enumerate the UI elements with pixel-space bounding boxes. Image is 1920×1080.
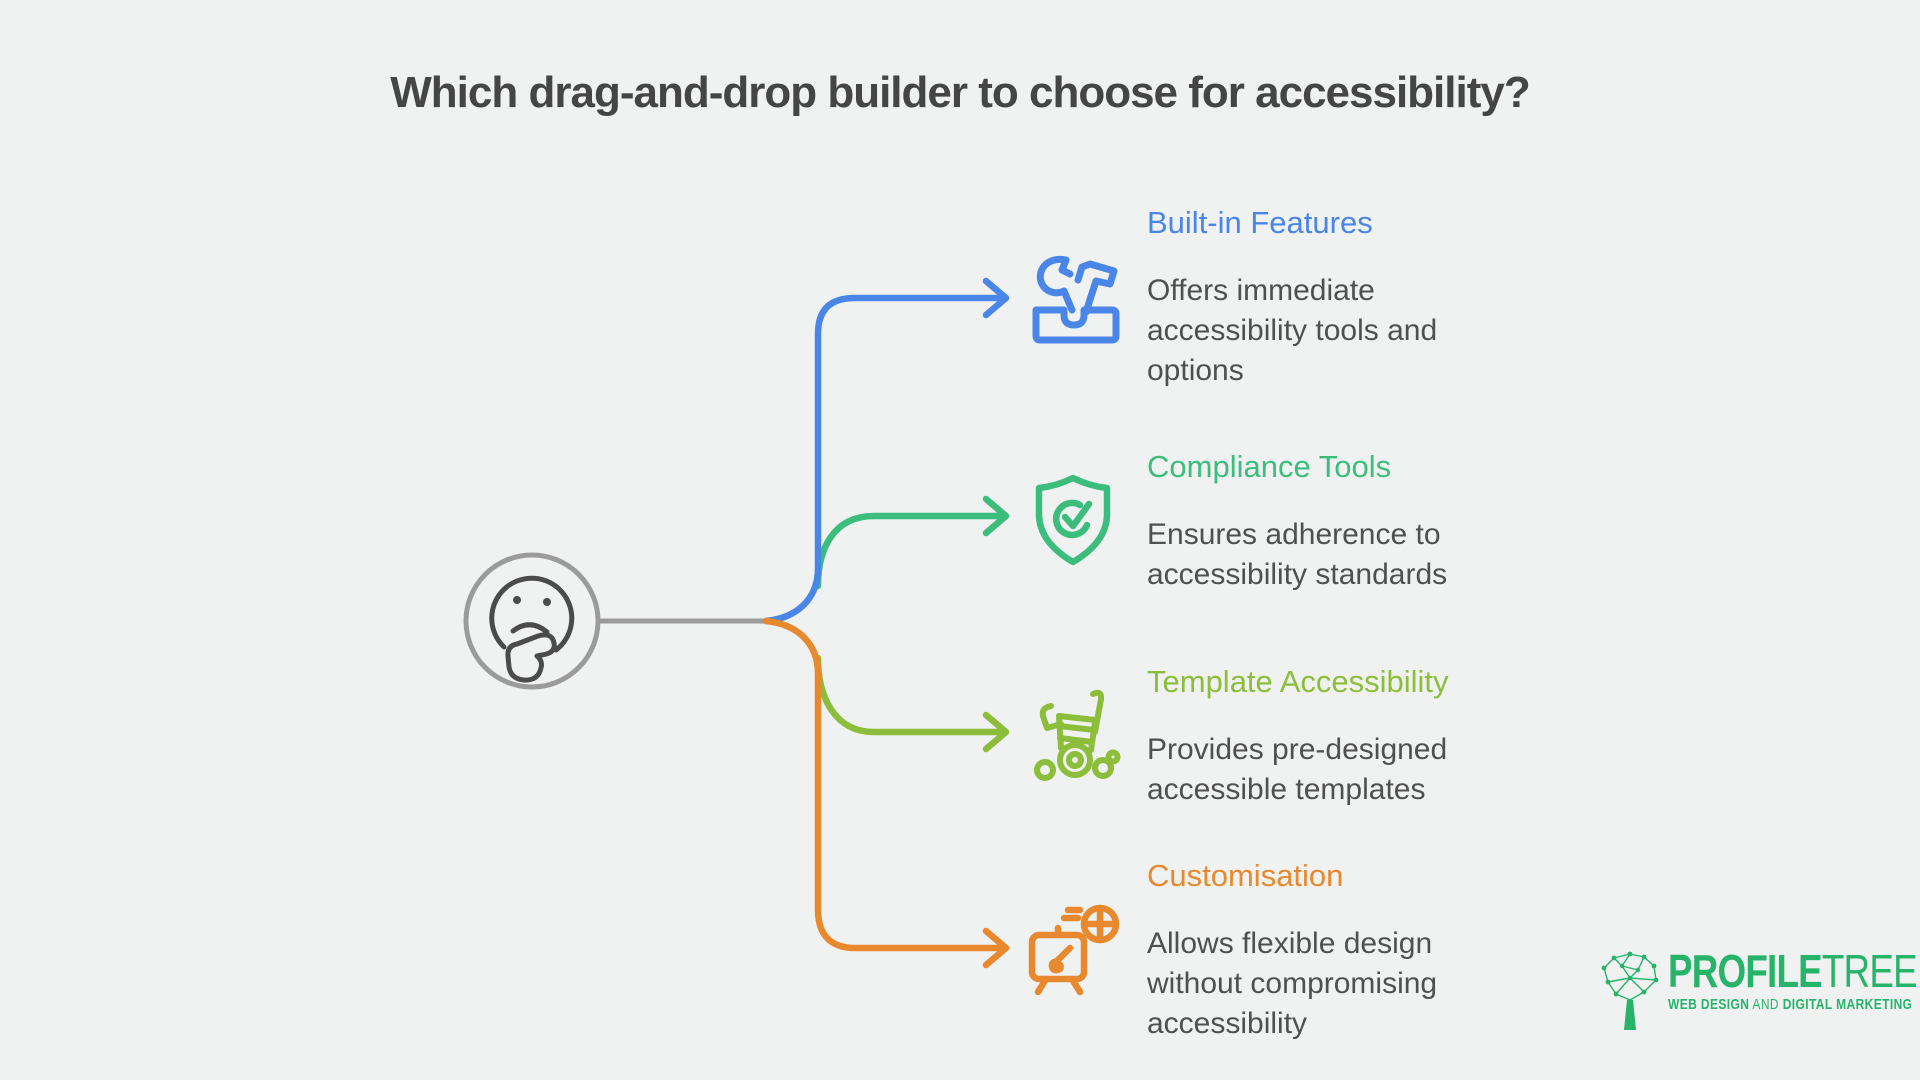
tagline-and: AND <box>1752 996 1779 1013</box>
connector-template-accessibility <box>814 654 1010 753</box>
connector-compliance-tools <box>814 495 1010 590</box>
branch-label: Compliance Tools <box>1147 449 1392 484</box>
tree-network-icon <box>1601 951 1659 1030</box>
brand-tree: TREE <box>1821 945 1918 997</box>
branch-label: Template Accessibility <box>1147 664 1449 699</box>
arrowhead-customisation <box>982 927 1010 969</box>
branch-built-in-features: Built-in Features Offers immediate acces… <box>1147 203 1532 391</box>
brand-name: PROFILETREE <box>1668 945 1918 997</box>
branch-description: Ensures adherence to accessibility stand… <box>1147 518 1448 591</box>
easel-paint-icon <box>1028 904 1120 996</box>
connector-customisation <box>762 617 1010 969</box>
branch-description: Allows flexible design without compromis… <box>1147 927 1438 1040</box>
branch-compliance-tools: Compliance Tools Ensures adherence to ac… <box>1147 447 1532 595</box>
thinking-face-icon <box>489 575 575 683</box>
logo-text: PROFILETREE WEB DESIGN AND DIGITAL MARKE… <box>1668 945 1918 1014</box>
branch-template-accessibility: Template Accessibility Provides pre-desi… <box>1147 662 1532 810</box>
central-node-circle <box>463 552 601 690</box>
wheelchair-icon <box>1034 689 1121 781</box>
page-title: Which drag-and-drop builder to choose fo… <box>390 68 1530 117</box>
shield-check-icon <box>1035 474 1111 566</box>
brand-profile: PROFILE <box>1668 945 1823 997</box>
paintbrush-tip <box>1048 958 1064 974</box>
branch-label: Built-in Features <box>1147 205 1373 240</box>
arrowhead-built-in <box>982 277 1010 319</box>
arrowhead-template <box>982 711 1010 753</box>
brand-tagline: WEB DESIGN AND DIGITAL MARKETING <box>1668 996 1917 1014</box>
arrowhead-compliance <box>982 495 1010 537</box>
tagline-web-design: WEB DESIGN <box>1668 996 1750 1013</box>
branch-description: Provides pre-designed accessible templat… <box>1147 733 1448 806</box>
branch-description: Offers immediate accessibility tools and… <box>1147 274 1438 387</box>
branch-label: Customisation <box>1147 858 1344 893</box>
profiletree-logo: PROFILETREE WEB DESIGN AND DIGITAL MARKE… <box>1598 948 1920 1032</box>
toolbox-icon <box>1032 255 1120 344</box>
connector-built-in-features <box>762 277 1010 625</box>
tagline-digital-marketing: DIGITAL MARKETING <box>1782 996 1913 1013</box>
branch-customisation: Customisation Allows flexible design wit… <box>1147 856 1532 1044</box>
